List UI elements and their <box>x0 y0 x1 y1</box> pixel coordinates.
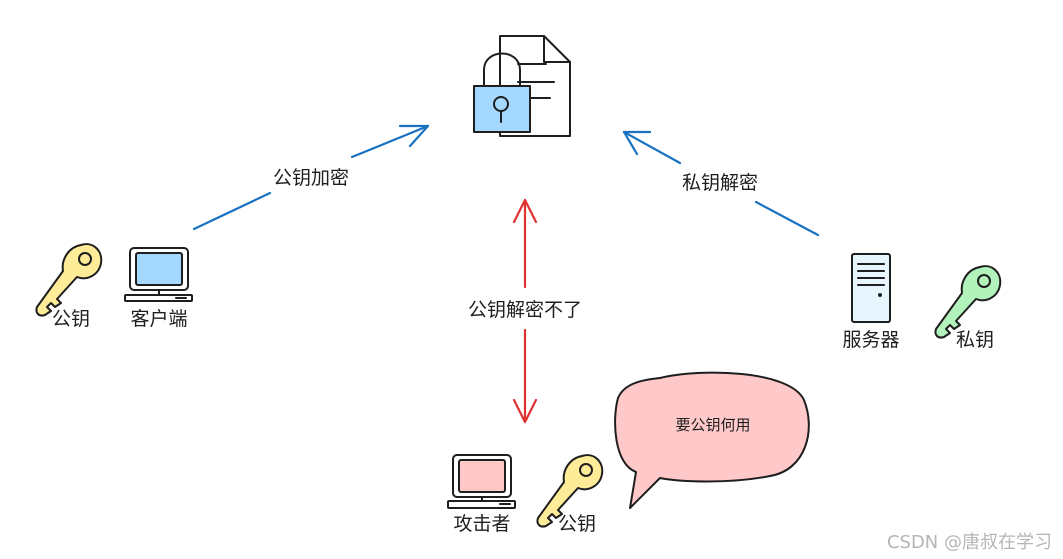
client-computer-icon <box>124 247 193 302</box>
bubble-text: 要公钥何用 <box>675 416 750 434</box>
speech-bubble-icon <box>614 371 810 509</box>
lock-icon <box>473 52 531 133</box>
server-key-label: 私钥 <box>956 329 994 351</box>
attacker-arrow-label: 公钥解密不了 <box>468 299 582 321</box>
client-label: 客户端 <box>130 308 187 330</box>
server-label: 服务器 <box>842 329 899 351</box>
encrypt-arrow-label: 公钥加密 <box>273 167 349 189</box>
server-icon <box>851 253 891 323</box>
locked-document <box>473 35 571 137</box>
decrypt-arrow <box>622 130 820 237</box>
attacker-label: 攻击者 <box>453 513 510 535</box>
attacker-arrow <box>512 198 538 424</box>
encrypt-arrow <box>192 124 430 231</box>
watermark: CSDN @唐叔在学习 <box>887 532 1052 553</box>
attacker-computer-icon <box>447 454 516 509</box>
public-key-icon <box>35 243 103 317</box>
private-key-icon <box>934 265 1002 339</box>
decrypt-arrow-label: 私钥解密 <box>682 172 758 194</box>
client-key-label: 公钥 <box>52 308 90 330</box>
attacker-key-label: 公钥 <box>558 513 596 535</box>
